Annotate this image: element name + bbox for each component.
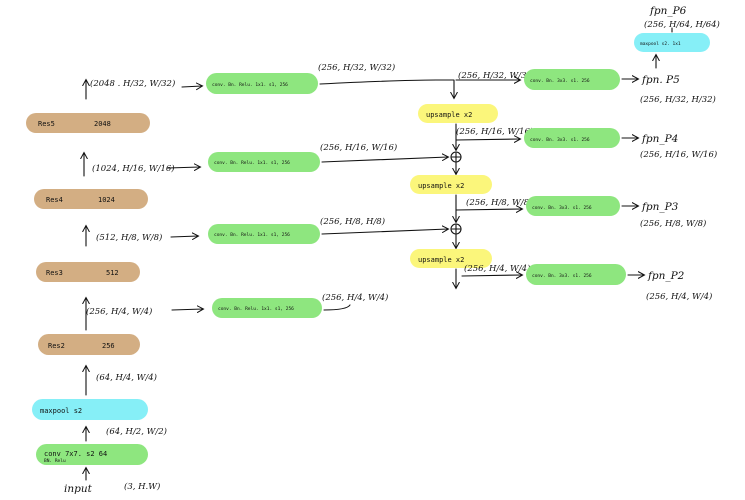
- out-conv-p4-text: conv. Bn. 3x3. s1. 256: [530, 137, 590, 143]
- fpn-p2-name: fpn_P2: [647, 270, 685, 282]
- maxpool-out-shape: (64, H/4, W/4): [96, 372, 157, 383]
- conv-out-shape: (64, H/2, W/2): [106, 426, 167, 437]
- upsample-2-text: upsample x2: [418, 182, 464, 190]
- arrow-res4-to-lateral-c4: [167, 167, 200, 168]
- out-conv-p5-box: [524, 69, 620, 90]
- input-shape-label: (3, H.W): [124, 481, 160, 492]
- fpn-p3-name: fpn_P3: [641, 201, 679, 213]
- merged-p4-shape: (256, H/16, W/16): [456, 126, 533, 137]
- res5-out-shape: (2048 . H/32, W/32): [90, 78, 175, 89]
- res2-box: [38, 334, 140, 355]
- lateral-c5-box: [206, 73, 318, 94]
- lateral-c4-text: conv. Bn. Relu. 1x1. s1, 256: [214, 160, 290, 166]
- res4-box: [34, 189, 148, 209]
- p6-maxpool-text: maxpool s2. 1x1: [640, 41, 681, 47]
- fpn-p2-shape: (256, H/4, W/4): [646, 291, 712, 302]
- fpn-p5-shape: (256, H/32, H/32): [640, 94, 716, 105]
- merged-p5-shape: (256, H/32, W/32): [458, 70, 535, 81]
- stem-maxpool-text: maxpool s2: [40, 407, 82, 415]
- arrow-to-out-p3: [455, 209, 522, 210]
- merged-p2-shape: (256, H/4, W/4): [464, 263, 530, 274]
- lateral-c3-text: conv. Bn. Relu. 1x1. s1, 256: [214, 232, 290, 238]
- arrow-c5-to-upsample1: [319, 79, 454, 98]
- arrow-to-out-p2: [461, 275, 522, 276]
- res5-name: Res5: [38, 120, 55, 128]
- res3-out-shape: (512, H/8, W/8): [96, 232, 162, 243]
- p6-maxpool-box: [634, 33, 710, 52]
- stem-maxpool-box: [32, 399, 148, 420]
- arrow-c3-to-add2: [321, 229, 448, 235]
- fpn-p3-shape: (256, H/8, W/8): [640, 218, 706, 229]
- lateral-c2-text: conv. Bn. Relu. 1x1. s1, 256: [218, 306, 294, 312]
- lateral-c3-box: [208, 224, 320, 244]
- res3-name: Res3: [46, 269, 63, 277]
- merged-p3-shape: (256, H/8, W/8): [466, 197, 532, 208]
- fpn-p4-name: fpn_P4: [641, 133, 678, 145]
- res4-out-shape: (1024, H/16, W/16): [92, 163, 175, 174]
- fpn-p6-name: fpn_P6: [649, 5, 687, 17]
- out-conv-p2-text: conv. Bn. 3x3. s1. 256: [532, 273, 592, 279]
- res2-channels: 256: [102, 342, 115, 350]
- fpn-p5-name: fpn. P5: [641, 74, 680, 86]
- lateral-c4-box: [208, 152, 320, 172]
- arrow-res3-to-lateral-c3: [170, 236, 198, 237]
- res4-name: Res4: [46, 196, 63, 204]
- upsample-1-box: [418, 104, 498, 123]
- lateral-c2-out: (256, H/4, W/4): [322, 292, 388, 303]
- out-conv-p3-box: [526, 196, 620, 216]
- res2-name: Res2: [48, 342, 65, 350]
- fpn-p4-shape: (256, H/16, W/16): [640, 149, 717, 160]
- fpn-p6-shape: (256, H/64, H/64): [644, 19, 720, 30]
- arrow-c4-to-add1: [321, 157, 448, 163]
- lateral-c3-out: (256, H/8, H/8): [320, 216, 385, 227]
- res3-channels: 512: [106, 269, 119, 277]
- arrow-c2-stub: [323, 304, 351, 311]
- stem-conv-box: [36, 444, 148, 465]
- arrow-to-out-p4: [455, 139, 520, 140]
- arrow-res2-to-lateral-c2: [171, 309, 203, 310]
- out-conv-p4-box: [524, 128, 620, 148]
- lateral-c5-out: (256, H/32, W/32): [318, 62, 395, 73]
- res3-box: [36, 262, 140, 282]
- out-conv-p3-text: conv. Bn. 3x3. s1. 256: [532, 205, 592, 211]
- stem-conv-text: conv 7x7. s2 64: [44, 450, 107, 458]
- res5-channels: 2048: [94, 120, 111, 128]
- stem-conv-subtext: BN. Relu: [44, 458, 66, 464]
- lateral-c5-text: conv. Bn. Relu. 1x1. s1, 256: [212, 82, 288, 88]
- lateral-c2-box: [212, 298, 322, 318]
- upsample-3-box: [410, 249, 492, 268]
- out-conv-p5-text: conv. Bn. 3x3. s1. 256: [530, 78, 590, 84]
- lateral-c4-out: (256, H/16, W/16): [320, 142, 397, 153]
- input-label: input: [64, 483, 93, 495]
- upsample-3-text: upsample x2: [418, 256, 464, 264]
- res2-out-shape: (256, H/4, W/4): [86, 306, 152, 317]
- res4-channels: 1024: [98, 196, 115, 204]
- arrow-res5-to-lateral-c5: [181, 86, 202, 87]
- out-conv-p2-box: [526, 264, 626, 285]
- upsample-1-text: upsample x2: [426, 111, 472, 119]
- upsample-2-box: [410, 175, 492, 194]
- res5-box: [26, 113, 150, 133]
